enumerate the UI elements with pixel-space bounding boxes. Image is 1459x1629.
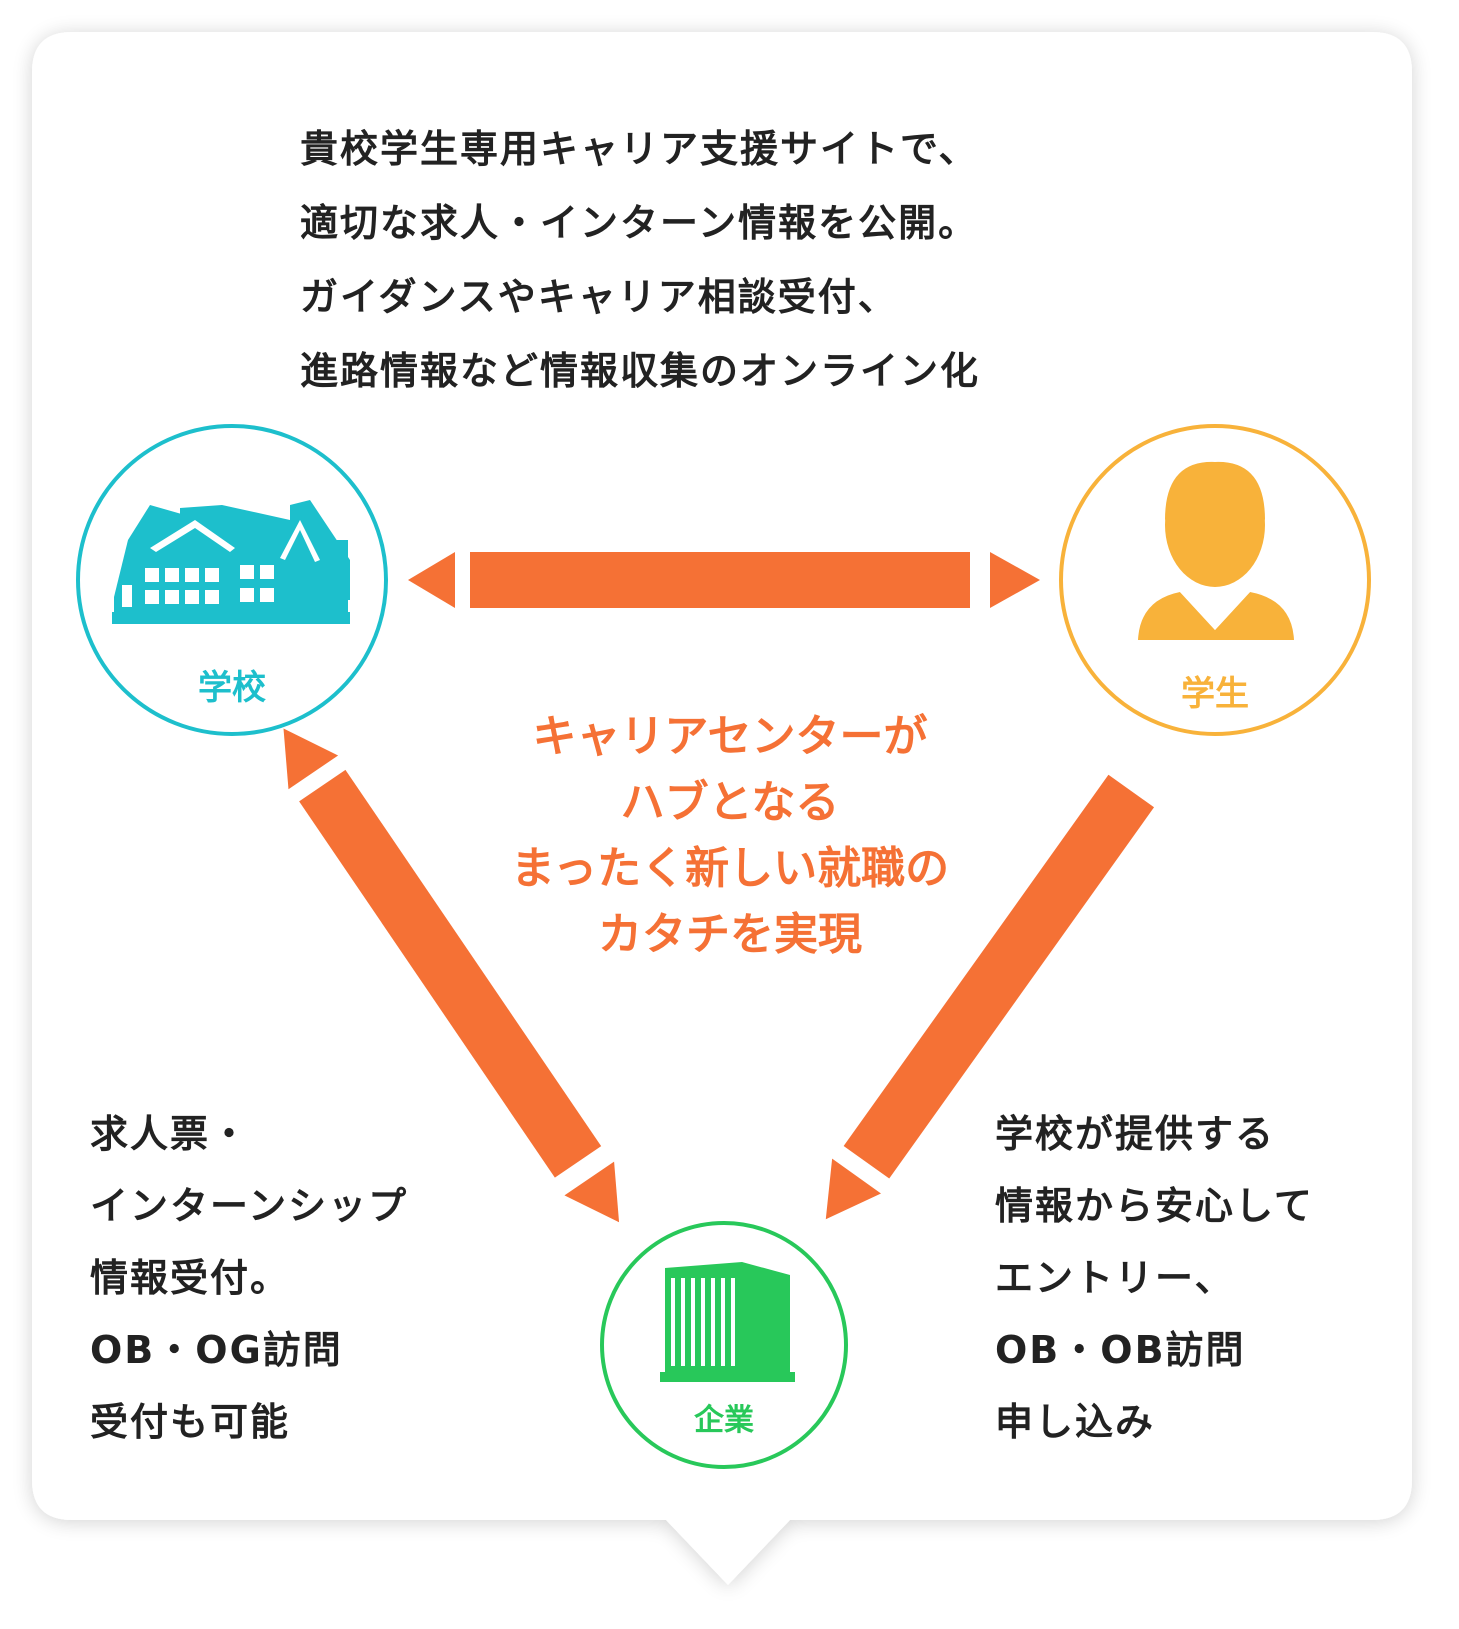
school-building-icon — [112, 500, 350, 624]
arrow-school-company — [283, 728, 620, 1223]
person-icon — [1138, 461, 1294, 640]
school-label: 学校 — [198, 668, 266, 708]
student-label: 学生 — [1181, 674, 1249, 714]
speech-bubble-card — [32, 32, 1412, 1585]
company-label: 企業 — [694, 1403, 754, 1438]
arrow-student-company — [825, 774, 1155, 1220]
top-description: 貴校学生専用キャリア支援サイトで、 適切な求人・インターン情報を公開。 ガイダン… — [300, 127, 981, 393]
right-description: 学校が提供する 情報から安心して エントリー、 OB・OB訪問 申し込み — [995, 1112, 1314, 1444]
office-building-icon — [660, 1262, 795, 1382]
arrow-school-student — [408, 552, 1040, 608]
left-description: 求人票・ インターンシップ 情報受付。 OB・OG訪問 受付も可能 — [90, 1112, 409, 1444]
center-message: キャリアセンターが ハブとなる まったく新しい就職の カタチを実現 — [510, 711, 950, 960]
